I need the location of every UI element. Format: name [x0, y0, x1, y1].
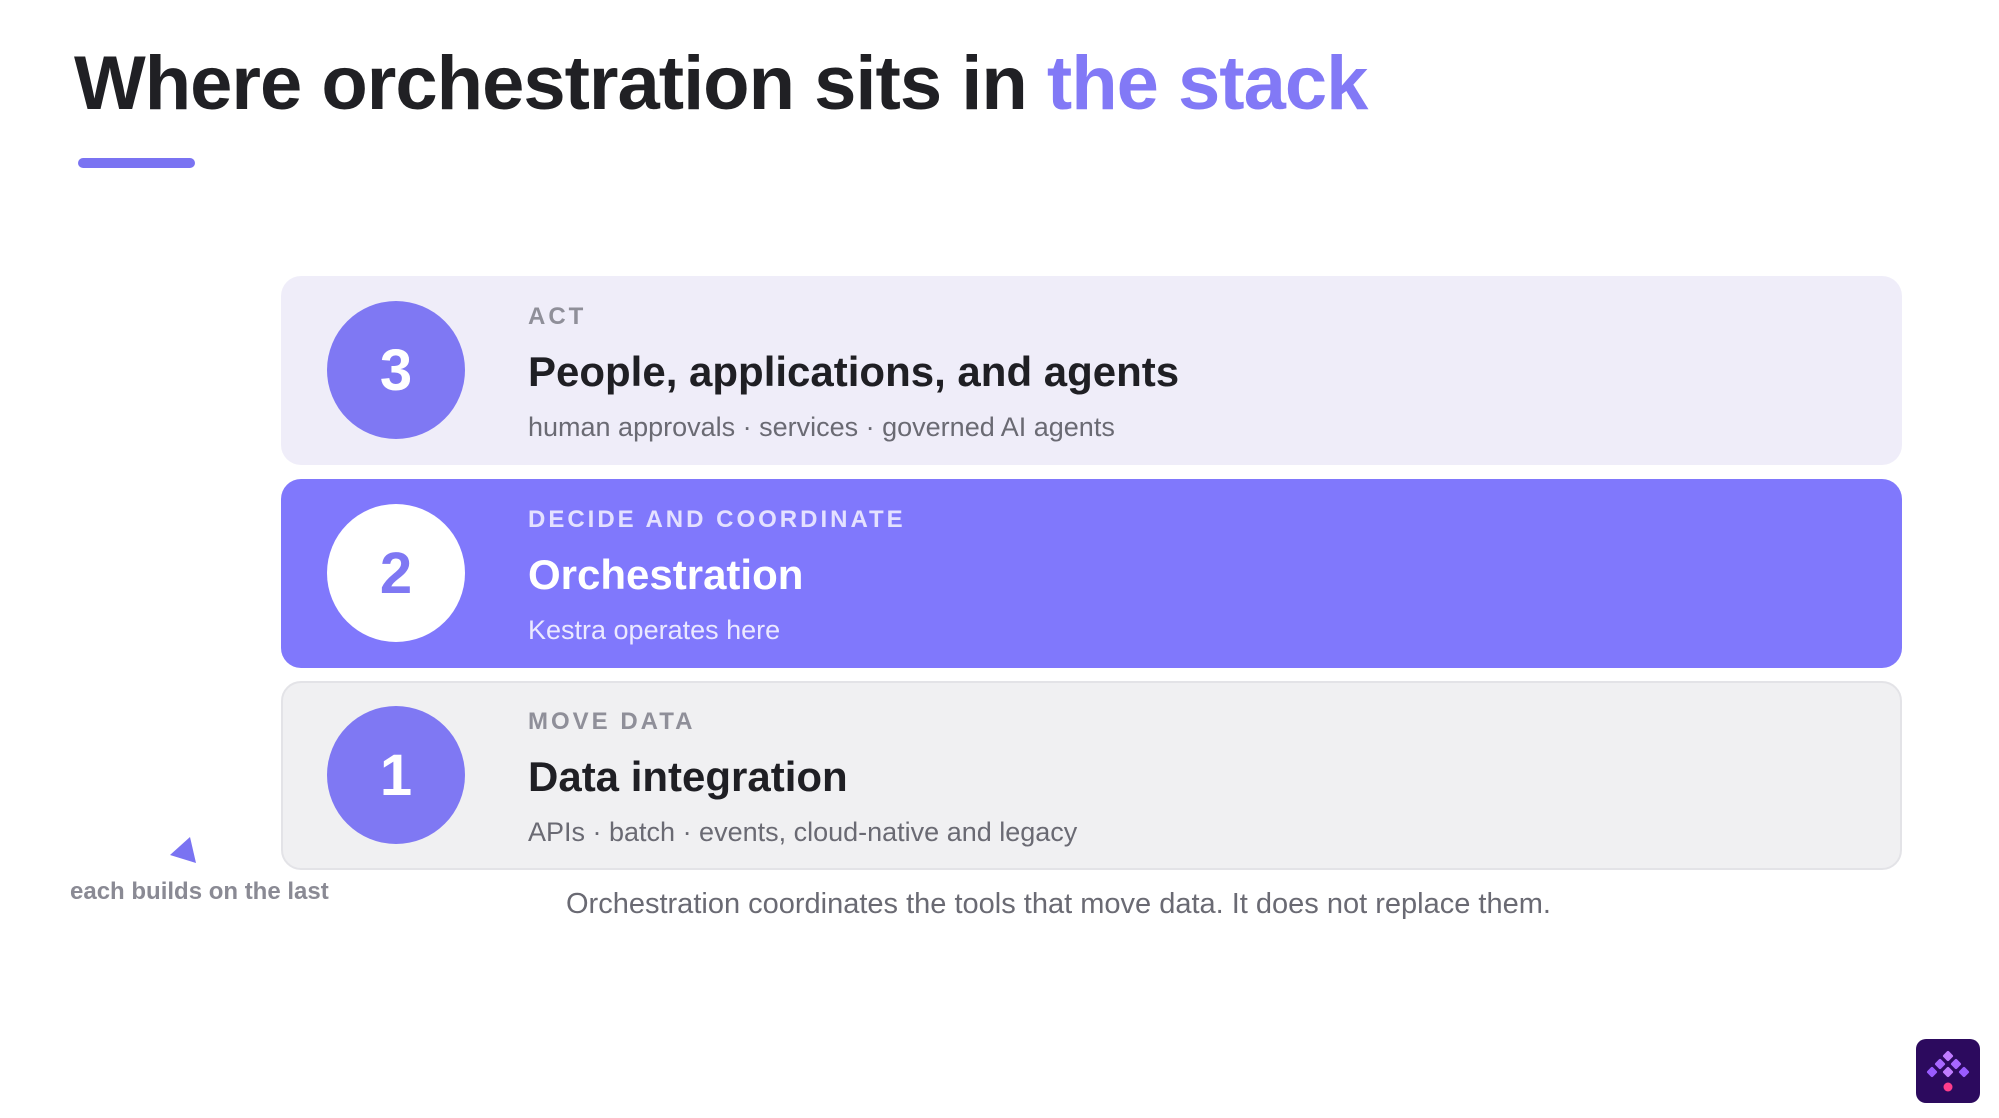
- footer-caption: Orchestration coordinates the tools that…: [566, 888, 1551, 920]
- title-underline: [78, 158, 195, 168]
- layer-card-move-data: 1 MOVE DATA Data integration APIs · batc…: [281, 681, 1902, 870]
- layer-card-orchestration: 2 DECIDE AND COORDINATE Orchestration Ke…: [281, 479, 1902, 668]
- layer-number-badge: 3: [327, 301, 465, 439]
- kestra-logo-icon: [1916, 1039, 1980, 1103]
- layer-description: human approvals · services · governed AI…: [528, 412, 1115, 442]
- layer-card-act: 3 ACT People, applications, and agents h…: [281, 276, 1902, 465]
- page-title-main: Where orchestration sits in: [74, 41, 1028, 126]
- layer-description: APIs · batch · events, cloud-native and …: [528, 817, 1078, 847]
- layer-heading: Data integration: [528, 753, 848, 800]
- layer-number-badge: 1: [327, 706, 465, 844]
- side-note: each builds on the last: [70, 878, 329, 905]
- page-title-accent: the stack: [1046, 41, 1368, 126]
- layer-kicker: ACT: [528, 303, 587, 330]
- layer-heading: People, applications, and agents: [528, 348, 1180, 395]
- triangle-up-arrow-icon: [170, 837, 196, 863]
- layer-kicker: DECIDE AND COORDINATE: [528, 506, 906, 533]
- layer-number-badge: 2: [327, 504, 465, 642]
- page-title: Where orchestration sits in the stack: [74, 36, 1368, 132]
- layer-description: Kestra operates here: [528, 615, 781, 645]
- layer-kicker: MOVE DATA: [528, 708, 696, 735]
- layer-heading: Orchestration: [528, 551, 804, 598]
